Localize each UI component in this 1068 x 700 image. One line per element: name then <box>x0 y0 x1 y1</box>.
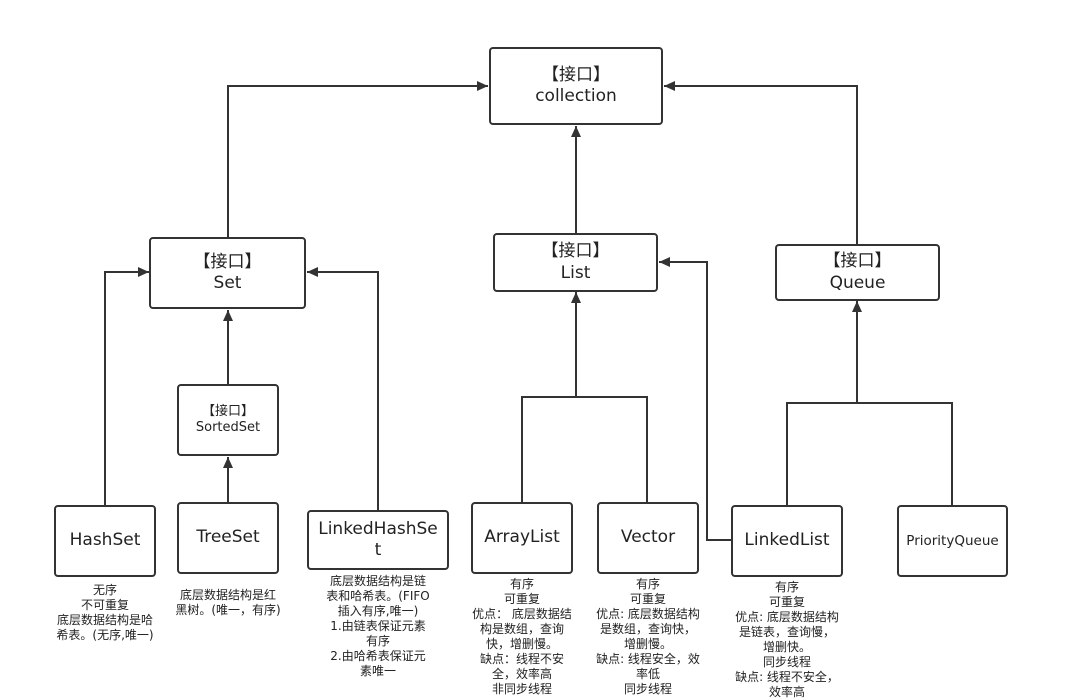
edge-arraylist-branch <box>521 396 648 503</box>
treeset-note: 底层数据结构是红 黑树。(唯一，有序) <box>175 588 281 617</box>
interface-tag: 【接口】 <box>542 64 610 85</box>
sortedset-label: SortedSet <box>195 420 261 435</box>
queue-label: Queue <box>829 272 886 293</box>
set-label: Set <box>213 273 242 293</box>
vector-note: 有序 可重复 优点: 底层数据结构 是数组，查询快， 增删慢。 缺点: 线程安全… <box>596 577 700 696</box>
linkedlist-note: 有序 可重复 优点: 底层数据结构 是链表，查询慢， 增删快。 同步线程 缺点:… <box>735 580 839 699</box>
linkedhashset-label: LinkedHashSet <box>318 518 438 560</box>
edge-queue-branch <box>786 402 953 506</box>
interface-tag: 【接口】 <box>541 241 610 262</box>
edge-linkedlist-list <box>659 257 732 541</box>
edge-linkedhashset-set <box>307 267 379 512</box>
edge-queue-collection <box>664 81 858 245</box>
set-interface-box[interactable]: 【接口】 Set <box>149 237 306 309</box>
arraylist-class-box[interactable]: ArrayList <box>471 502 573 574</box>
edge-hashset-set <box>104 267 149 506</box>
treeset-label: TreeSet <box>196 527 260 548</box>
interface-tag: 【接口】 <box>193 251 262 272</box>
linkedhashset-class-box[interactable]: LinkedHashSet <box>307 510 449 570</box>
vector-label: Vector <box>620 527 676 548</box>
priorityqueue-label: PriorityQueue <box>906 532 999 549</box>
vector-class-box[interactable]: Vector <box>597 502 699 574</box>
queue-interface-box[interactable]: 【接口】 Queue <box>775 244 940 301</box>
interface-tag: 【接口】 <box>823 251 892 272</box>
linkedlist-label: LinkedList <box>744 530 830 551</box>
collection-interface-box[interactable]: 【接口】 collection <box>489 47 663 125</box>
priorityqueue-class-box[interactable]: PriorityQueue <box>897 505 1008 577</box>
linkedlist-class-box[interactable]: LinkedList <box>731 505 843 577</box>
arraylist-label: ArrayList <box>484 527 560 548</box>
list-interface-box[interactable]: 【接口】 List <box>493 233 658 292</box>
interface-tag: 【接口】 <box>201 403 254 419</box>
list-label: List <box>560 262 591 283</box>
linkedhashset-note: 底层数据结构是链 表和哈希表。(FIFO 插入有序,唯一) 1.由链表保证元素 … <box>326 574 430 678</box>
treeset-class-box[interactable]: TreeSet <box>177 502 279 574</box>
collection-label: collection <box>535 86 617 106</box>
edge-set-collection <box>227 81 488 238</box>
arraylist-note: 有序 可重复 优点： 底层数据结 构是数组，查询 快，增删慢。 缺点：线程不安 … <box>472 577 572 696</box>
hashset-note: 无序 不可重复 底层数据结构是哈 希表。(无序,唯一) <box>56 583 154 642</box>
sortedset-interface-box[interactable]: 【接口】 SortedSet <box>177 384 279 456</box>
hashset-label: HashSet <box>69 530 141 551</box>
hashset-class-box[interactable]: HashSet <box>54 505 156 577</box>
